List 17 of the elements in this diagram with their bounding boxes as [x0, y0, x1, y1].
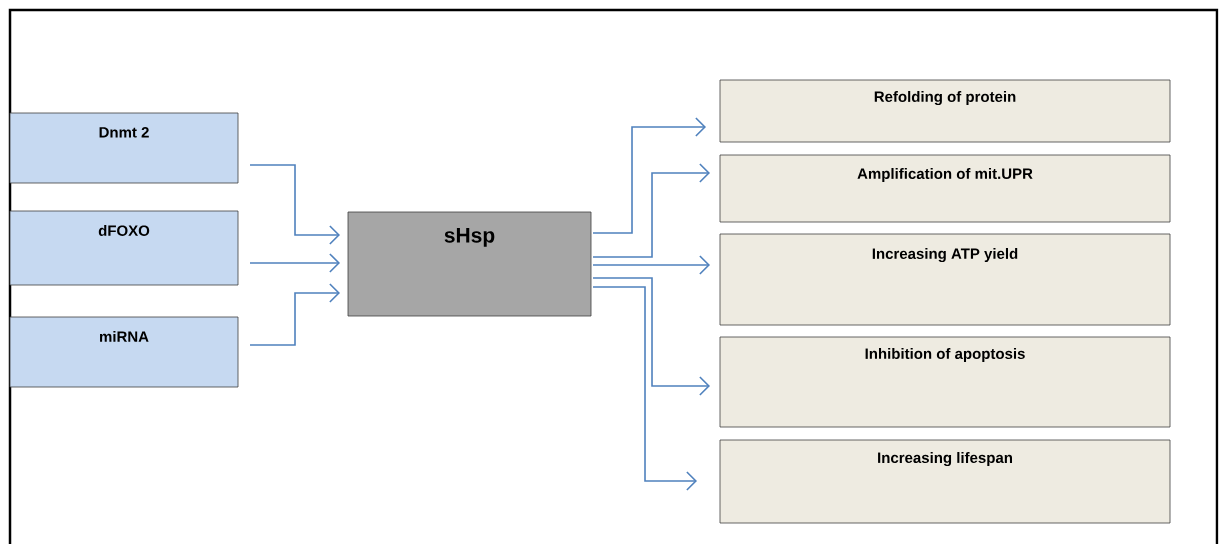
input-box: miRNA [9, 316, 239, 388]
arrow [249, 283, 340, 346]
arrow [592, 277, 710, 396]
arrow [592, 255, 710, 275]
outcome-box: Increasing lifespan [719, 439, 1171, 524]
outcome-box: Inhibition of apoptosis [719, 336, 1171, 428]
outcome-box: Amplification of mit.UPR [719, 154, 1171, 223]
outcome-box: Increasing ATP yield [719, 233, 1171, 326]
arrow [249, 253, 340, 273]
arrow [592, 163, 710, 258]
input-box: Dnmt 2 [9, 112, 239, 184]
process-box: sHsp [347, 211, 592, 317]
arrow [249, 164, 340, 245]
arrow [592, 117, 706, 234]
outcome-box: Refolding of protein [719, 79, 1171, 143]
input-box: dFOXO [9, 210, 239, 286]
arrow [592, 286, 697, 491]
